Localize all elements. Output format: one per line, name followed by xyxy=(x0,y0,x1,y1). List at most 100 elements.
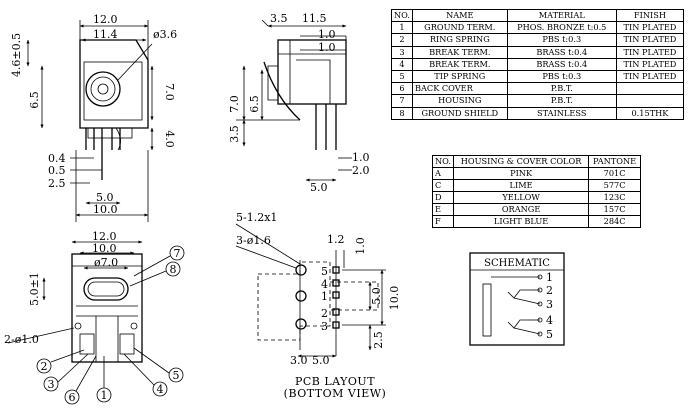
pcb-dim-1-0: 1.0 xyxy=(354,237,367,255)
pcb-pin-3: 3 xyxy=(321,320,328,333)
pcb-pin-2: 2 xyxy=(321,307,328,320)
schematic-pin-4: 4 xyxy=(546,314,553,327)
table-cell: 7 xyxy=(391,94,413,108)
table-cell: TIN PLATED xyxy=(615,69,685,84)
schematic: SCHEMATIC 1 2 3 4 5 xyxy=(469,252,565,346)
table-cell: 4 xyxy=(391,57,413,71)
table-cell: BRASS t:0.4 xyxy=(506,57,617,71)
schematic-pin-3: 3 xyxy=(546,298,553,311)
bottom-dim-5-tolerance: 5.0±1 xyxy=(28,272,41,306)
table-cell: PHOS. BRONZE t:0.5 xyxy=(506,21,617,35)
callout-1: 1 xyxy=(101,389,108,402)
pcb-pin-1: 1 xyxy=(321,290,328,303)
table-cell xyxy=(615,82,685,96)
table-cell: LIME xyxy=(452,179,590,192)
front-dim-diameter: ø3.6 xyxy=(153,28,177,41)
table-cell: P.B.T. xyxy=(506,94,617,108)
table-cell: GROUND SHIELD xyxy=(412,106,508,120)
callout-5: 5 xyxy=(173,369,180,382)
table-row: 6 BACK COVER P.B.T. xyxy=(391,82,685,96)
table-cell: GROUND TERM. xyxy=(412,21,508,35)
parts-table-header: NO. NAME MATERIAL FINISH xyxy=(391,8,685,23)
front-dim-0-4: 0.4 xyxy=(48,152,66,165)
front-dim-2-5: 2.5 xyxy=(48,177,66,190)
side-dim-1-0-mid: 1.0 xyxy=(318,41,336,54)
parts-col-material: MATERIAL xyxy=(506,8,617,23)
table-row: 7 HOUSING P.B.T. xyxy=(391,94,685,108)
side-dim-6-5: 6.5 xyxy=(248,95,261,113)
front-dim-width-11-4: 11.4 xyxy=(93,28,118,41)
table-cell: P.B.T. xyxy=(506,82,617,96)
table-cell: RING SPRING xyxy=(412,33,508,47)
table-cell: 157C xyxy=(588,203,641,216)
table-cell: 2 xyxy=(391,33,413,47)
color-col-no: NO. xyxy=(432,155,454,168)
table-cell: YELLOW xyxy=(452,191,590,204)
parts-col-finish: FINISH xyxy=(615,8,685,23)
bottom-dim-diameter-7: ø7.0 xyxy=(94,256,118,269)
pcb-dim-1-2: 1.2 xyxy=(327,233,345,246)
table-cell: PBS t:0.3 xyxy=(506,33,617,47)
pcb-caption-line-2: (BOTTOM VIEW) xyxy=(283,387,387,400)
front-dim-pitch-5: 5.0 xyxy=(96,191,114,204)
table-cell: PBS t:0.3 xyxy=(506,69,617,84)
pcb-dim-2-5: 2.5 xyxy=(372,331,385,349)
table-cell: 0.15THK xyxy=(615,106,685,120)
table-cell: 1 xyxy=(391,21,413,35)
front-dim-inner-height: 7.0 xyxy=(163,83,176,101)
table-cell: 284C xyxy=(588,215,641,228)
side-dim-3-5-pin: 3.5 xyxy=(228,125,241,143)
table-row: C LIME 577C xyxy=(432,179,641,192)
table-cell: 123C xyxy=(588,191,641,204)
table-row: E ORANGE 157C xyxy=(432,203,641,216)
schematic-pin-5: 5 xyxy=(546,328,553,341)
table-cell: 5 xyxy=(391,69,413,84)
table-row: A PINK 701C xyxy=(432,167,641,180)
table-row: 2 RING SPRING PBS t:0.3 TIN PLATED xyxy=(391,33,685,47)
front-dim-span-10: 10.0 xyxy=(93,203,118,216)
table-cell: PINK xyxy=(452,167,590,180)
side-view: 3.5 11.5 1.0 1.0 7.0 6.5 3.5 1.0 2.0 5.0 xyxy=(228,12,370,194)
callout-2: 2 xyxy=(41,360,48,373)
table-cell: TIN PLATED xyxy=(615,57,685,71)
table-cell: BREAK TERM. xyxy=(412,57,508,71)
color-col-color: HOUSING & COVER COLOR xyxy=(452,155,590,168)
pcb-pin-5: 5 xyxy=(321,265,328,278)
side-dim-1-0-top: 1.0 xyxy=(318,28,336,41)
side-dim-5-0: 5.0 xyxy=(310,181,328,194)
pcb-layout: 5-1.2x1 3-ø1.6 1.2 1.0 5.0 10.0 2.5 3.0 … xyxy=(235,211,401,367)
parts-col-no: NO. xyxy=(391,8,413,23)
bottom-dim-12: 12.0 xyxy=(92,230,117,243)
table-row: 3 BREAK TERM. BRASS t:0.4 TIN PLATED xyxy=(391,45,685,59)
callout-7: 7 xyxy=(174,247,181,260)
table-cell: TIP SPRING xyxy=(412,69,508,84)
bottom-view: 12.0 10.0 ø7.0 5.0±1 2-ø1.0 7 8 2 3 6 1 … xyxy=(4,230,185,405)
color-col-pantone: PANTONE xyxy=(588,155,641,168)
parts-col-name: NAME xyxy=(412,8,508,23)
front-dim-width-12: 12.0 xyxy=(93,13,118,26)
table-cell: LIGHT BLUE xyxy=(452,215,590,228)
table-cell: BRASS t:0.4 xyxy=(506,45,617,59)
table-cell: C xyxy=(432,179,454,192)
callout-6: 6 xyxy=(69,391,76,404)
table-row: 1 GROUND TERM. PHOS. BRONZE t:0.5 TIN PL… xyxy=(391,21,685,35)
table-row: 8 GROUND SHIELD STAINLESS 0.15THK xyxy=(391,106,685,120)
callout-8: 8 xyxy=(170,263,177,276)
table-cell: TIN PLATED xyxy=(615,33,685,47)
front-dim-0-5: 0.5 xyxy=(48,164,66,177)
schematic-pin-1: 1 xyxy=(546,271,553,284)
callout-4: 4 xyxy=(157,383,164,396)
front-dim-pin-height: 4.0 xyxy=(163,130,176,148)
schematic-pin-2: 2 xyxy=(546,284,553,297)
table-cell: E xyxy=(432,203,454,216)
table-cell: 701C xyxy=(588,167,641,180)
front-dim-top-height: 4.6±0.5 xyxy=(10,33,23,77)
parts-table: NO. NAME MATERIAL FINISH 1 GROUND TERM. … xyxy=(391,8,685,120)
table-cell: D xyxy=(432,191,454,204)
pcb-holes-label: 5-1.2x1 xyxy=(236,211,277,224)
table-cell: TIN PLATED xyxy=(615,21,685,35)
table-cell: 6 xyxy=(391,82,413,96)
callout-3: 3 xyxy=(48,378,55,391)
bottom-dim-10: 10.0 xyxy=(92,242,117,255)
